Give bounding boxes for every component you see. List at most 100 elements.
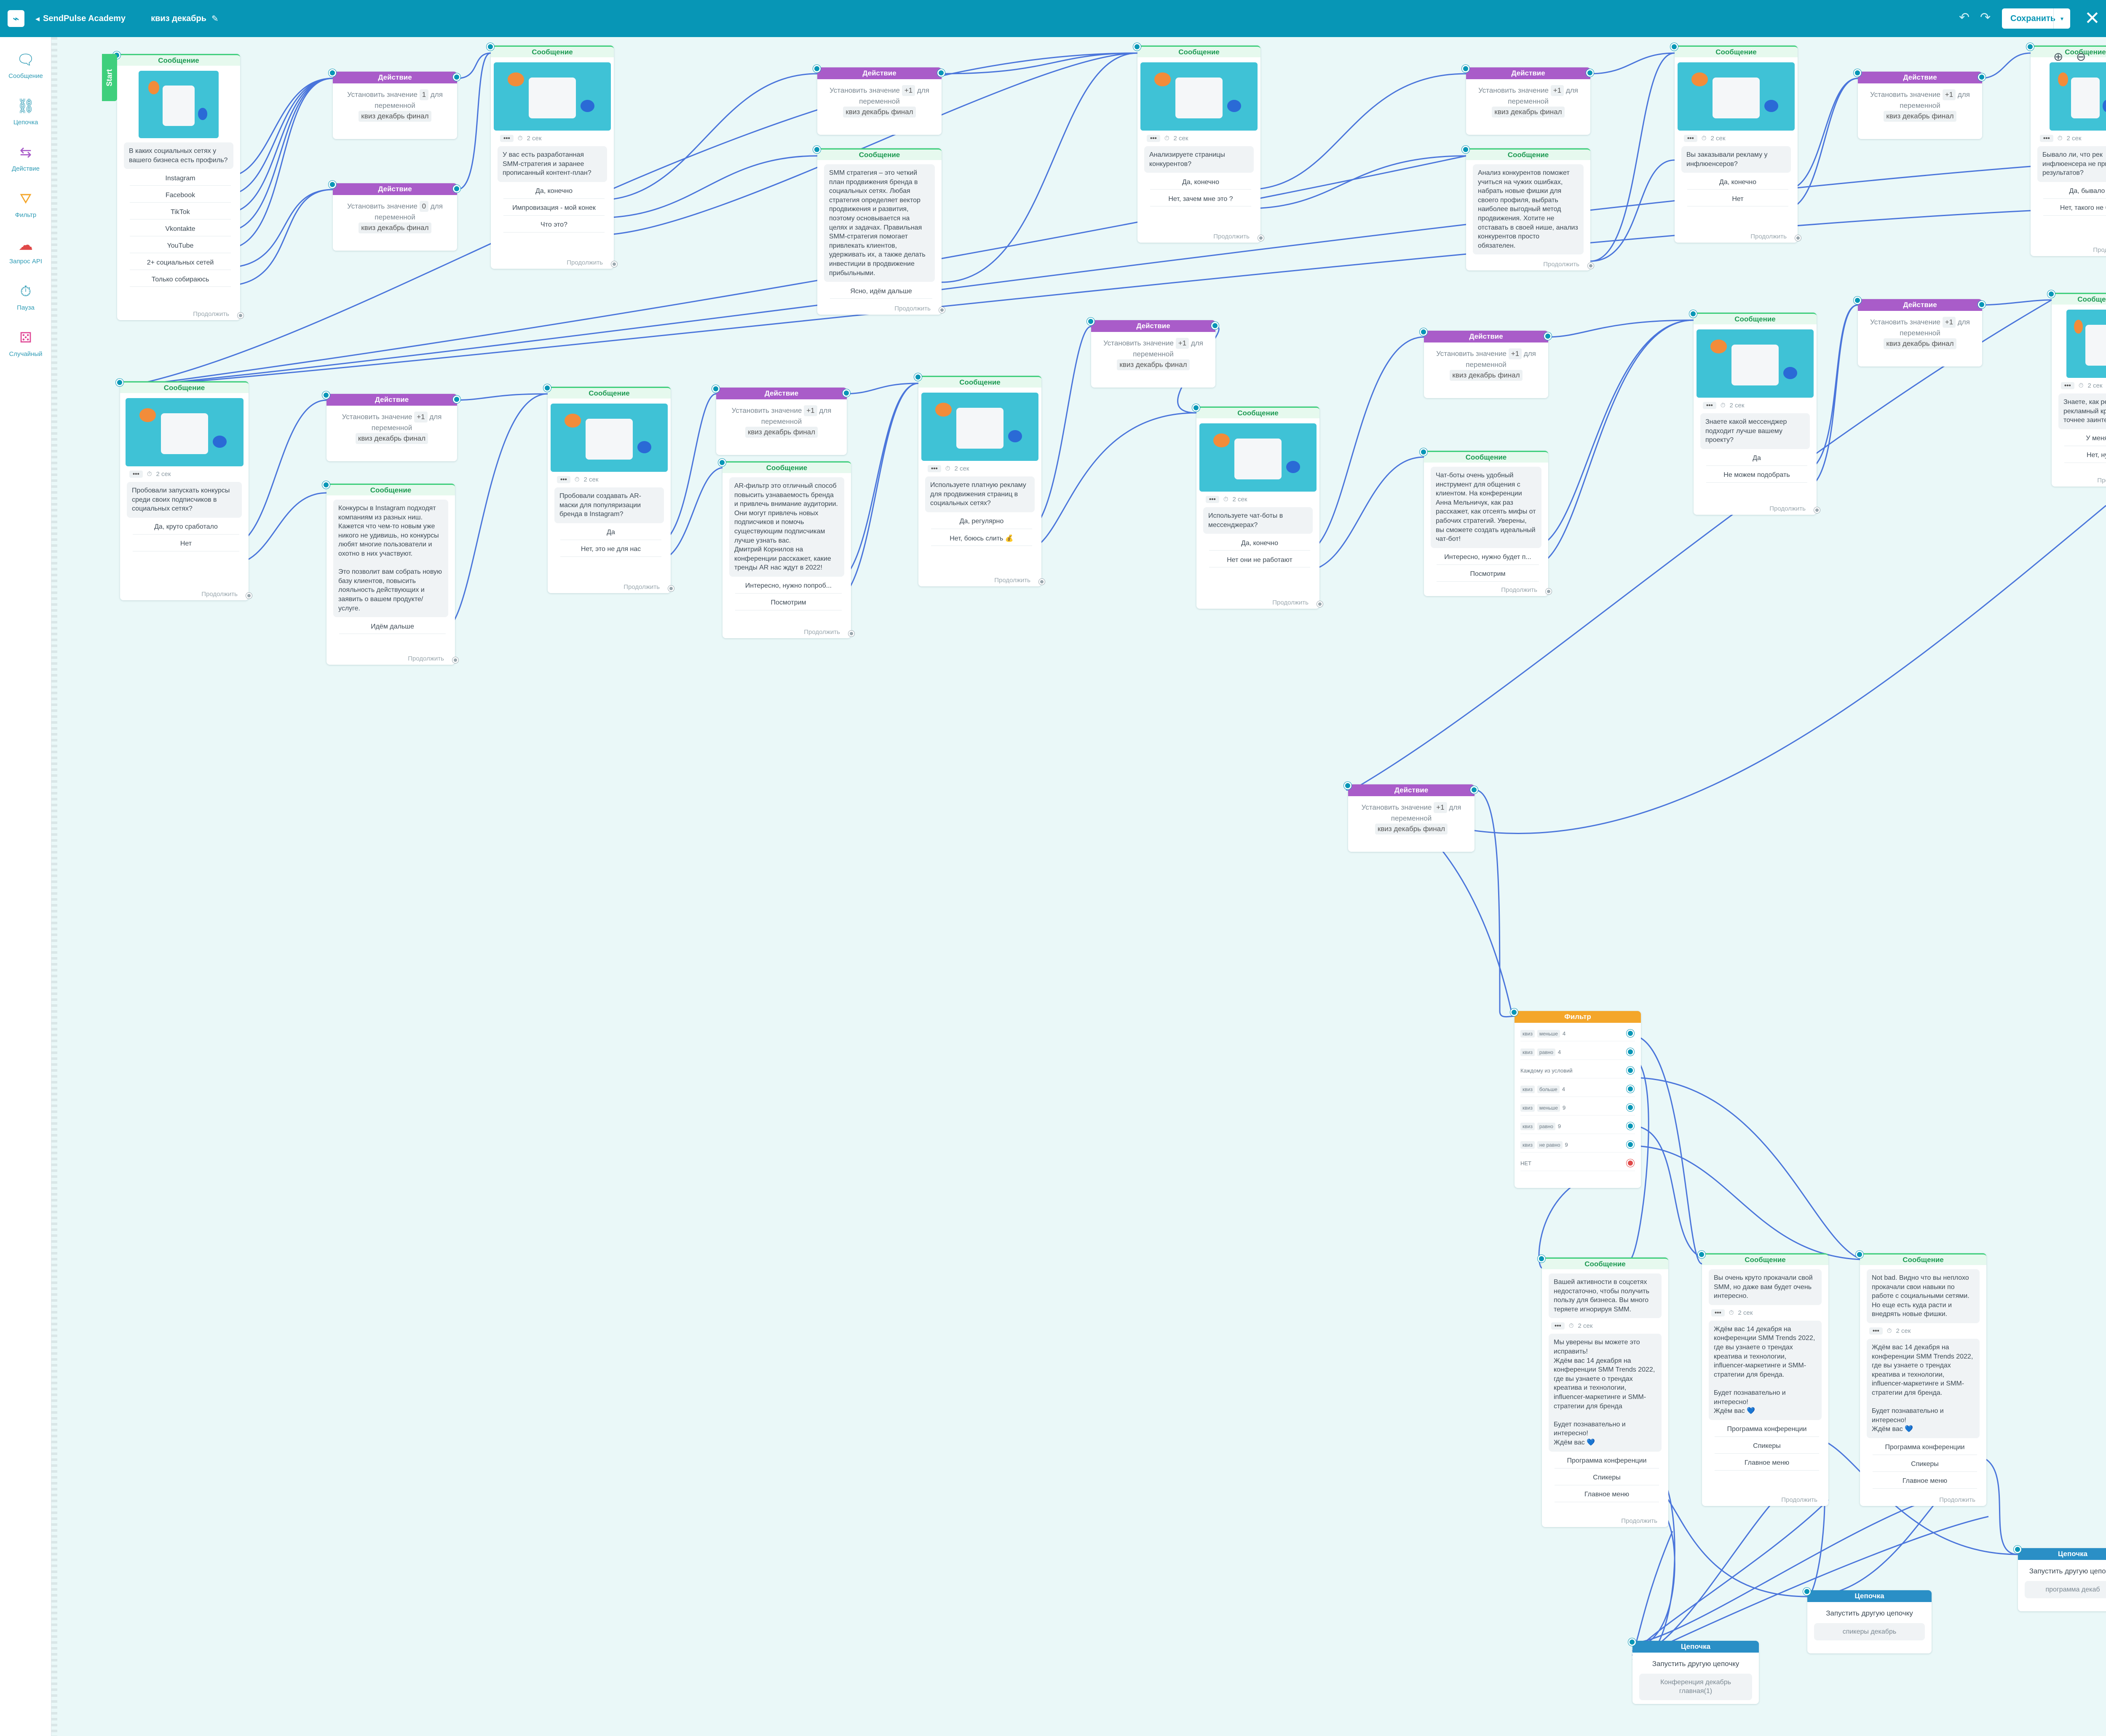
reply-button[interactable]: Не можем подобрать: [1706, 468, 1807, 483]
continue-link[interactable]: Продолжить: [1621, 1517, 1657, 1525]
more-options-icon[interactable]: •••: [1147, 135, 1160, 142]
sidebar-item-api[interactable]: ☁Запрос API: [0, 235, 51, 265]
reply-button[interactable]: Facebook: [130, 188, 231, 203]
continue-dot[interactable]: [1258, 235, 1264, 241]
reply-button[interactable]: Спикеры: [1873, 1458, 1977, 1472]
reply-button[interactable]: Импровизация - мой конек: [503, 201, 605, 216]
more-options-icon[interactable]: •••: [1206, 496, 1219, 503]
reply-button[interactable]: Только собираюсь: [130, 273, 231, 287]
connector-dot[interactable]: [453, 396, 460, 403]
reply-button[interactable]: Да, конечно: [1687, 175, 1788, 190]
connector-dot[interactable]: [1627, 1122, 1634, 1130]
connector-dot[interactable]: [1670, 43, 1678, 51]
connector-dot[interactable]: [937, 69, 945, 77]
continue-link[interactable]: Продолжить: [1750, 233, 1787, 240]
connector-dot[interactable]: [487, 43, 494, 51]
reply-button[interactable]: Нет, это не для нас: [560, 543, 661, 557]
reply-button[interactable]: TikTok: [130, 205, 231, 220]
back-arrow-icon[interactable]: ◂: [35, 14, 40, 24]
continue-link[interactable]: Продолжить: [804, 629, 840, 636]
reply-button[interactable]: Да: [560, 526, 661, 540]
more-options-icon[interactable]: •••: [928, 465, 941, 472]
more-options-icon[interactable]: •••: [2040, 135, 2053, 142]
continue-link[interactable]: Продолжить: [2093, 246, 2106, 254]
sidebar-item-message[interactable]: 🗨Сообщение: [0, 50, 51, 80]
connector-dot[interactable]: [1628, 1638, 1636, 1646]
reply-button[interactable]: Нет: [133, 537, 239, 551]
more-options-icon[interactable]: •••: [500, 135, 514, 142]
connector-dot[interactable]: [1978, 301, 1986, 308]
continue-link[interactable]: Продолжить: [994, 577, 1030, 584]
connector-dot[interactable]: [1627, 1067, 1634, 1074]
sidebar-item-chain[interactable]: ⛓Цепочка: [0, 96, 51, 126]
reply-button[interactable]: Посмотрим: [1437, 567, 1539, 582]
connector-dot[interactable]: [718, 459, 726, 466]
save-dropdown-icon[interactable]: ▾: [2053, 8, 2070, 29]
continue-link[interactable]: Продолжить: [1939, 1496, 1975, 1503]
reply-button[interactable]: Да, конечно: [503, 185, 605, 199]
connector-dot[interactable]: [2014, 1546, 2021, 1553]
save-button[interactable]: Сохранить▾: [2002, 8, 2070, 29]
connector-dot[interactable]: [1698, 1251, 1705, 1258]
reply-button[interactable]: Да: [1706, 452, 1807, 466]
reply-button[interactable]: Да, конечно: [1209, 536, 1310, 551]
continue-dot[interactable]: [1588, 263, 1594, 269]
connector-dot[interactable]: [329, 181, 336, 188]
sidebar-item-random[interactable]: ⚄Случайный: [0, 328, 51, 358]
connector-dot[interactable]: [1133, 43, 1141, 51]
connector-dot[interactable]: [1420, 448, 1427, 456]
reply-button[interactable]: Нет они не работают: [1209, 553, 1310, 568]
continue-link[interactable]: Продолжить: [1769, 505, 1806, 512]
connector-dot[interactable]: [453, 185, 460, 193]
connector-dot[interactable]: [1470, 786, 1478, 794]
sidebar-item-pause[interactable]: ⏱Пауза: [0, 281, 51, 312]
more-options-icon[interactable]: •••: [2061, 382, 2074, 389]
connector-dot[interactable]: [813, 146, 821, 153]
connector-dot[interactable]: [1420, 328, 1427, 336]
continue-link[interactable]: Продолжить: [1272, 599, 1309, 606]
more-options-icon[interactable]: •••: [1869, 1327, 1883, 1335]
connector-dot[interactable]: [1854, 297, 1861, 304]
connector-dot[interactable]: [1854, 69, 1861, 77]
reply-button[interactable]: Спикеры: [1715, 1439, 1819, 1454]
continue-dot[interactable]: [1546, 588, 1552, 594]
connector-dot[interactable]: [1978, 73, 1986, 81]
reply-button[interactable]: Что это?: [503, 218, 605, 233]
connector-dot[interactable]: [322, 391, 330, 399]
continue-link[interactable]: Продолжить: [1213, 233, 1250, 240]
more-options-icon[interactable]: •••: [1711, 1309, 1725, 1316]
close-icon[interactable]: ✕: [2085, 8, 2100, 29]
reply-button[interactable]: Нет, зачем мне это ?: [1150, 192, 1251, 207]
project-name[interactable]: SendPulse Academy: [43, 13, 126, 23]
continue-dot[interactable]: [238, 313, 244, 318]
connector-dot[interactable]: [1856, 1251, 1863, 1258]
connector-dot[interactable]: [543, 384, 551, 392]
continue-link[interactable]: Продолжить: [193, 310, 229, 318]
reply-button[interactable]: Да, регулярно: [931, 515, 1032, 529]
filter-condition[interactable]: Каждому из условий: [1520, 1063, 1635, 1078]
continue-dot[interactable]: [1039, 579, 1045, 585]
continue-link[interactable]: Продолжить: [2097, 477, 2106, 484]
reply-button[interactable]: YouTube: [130, 239, 231, 254]
reply-button[interactable]: Программа конференции: [1873, 1441, 1977, 1455]
